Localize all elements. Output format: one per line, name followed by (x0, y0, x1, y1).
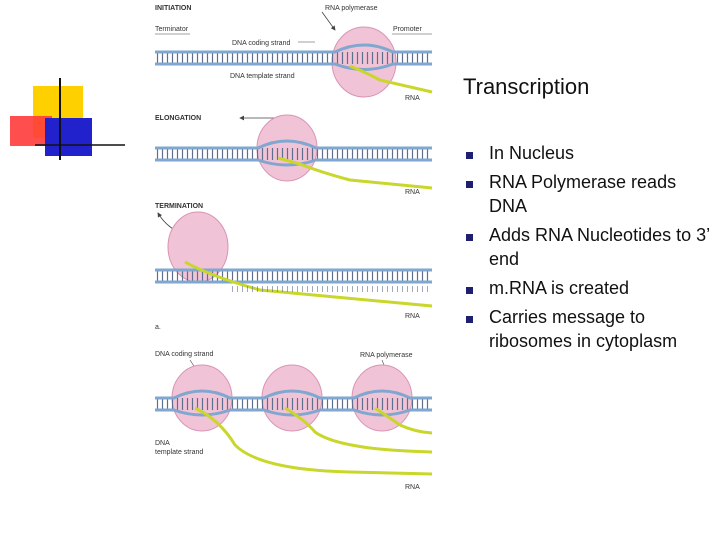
bullet-square-icon (466, 181, 473, 188)
elongation-panel: ELONGATION RNA (155, 114, 433, 196)
dna-coding-strand-1 (155, 43, 432, 54)
dna-template-strand-2 (155, 158, 432, 167)
panel-b-label: a. (155, 324, 161, 331)
bullet-text: m.RNA is created (489, 278, 630, 298)
bullet-item: m.RNA is created (466, 276, 711, 300)
deco-blue-square (45, 118, 92, 156)
bullet-list: In Nucleus RNA Polymerase reads DNA Adds… (466, 141, 711, 358)
bullet-text: In Nucleus (489, 143, 575, 163)
bullet-square-icon (466, 152, 473, 159)
rna-label-3: RNA (405, 313, 420, 320)
termination-label: TERMINATION (155, 203, 203, 210)
rna-polymerase-arrow-1 (321, 11, 336, 31)
bullet-text: Adds RNA Nucleotides to 3’ end (489, 225, 710, 269)
bullet-item: RNA Polymerase reads DNA (466, 170, 711, 218)
bullet-text: RNA Polymerase reads DNA (489, 172, 677, 216)
rna-rungs-3 (230, 286, 430, 292)
dna-template-strand-1 (155, 62, 432, 71)
rna-label-1: RNA (405, 95, 420, 102)
dna-coding-strand-4 (155, 389, 432, 400)
initiation-panel: INITIATION RNA polymerase Terminator Pro… (155, 5, 433, 102)
promoter-label: Promoter (393, 26, 422, 33)
bullet-square-icon (466, 234, 473, 241)
dna-rungs-2 (155, 148, 430, 160)
rna-strand-1 (349, 64, 433, 94)
bullet-item: Adds RNA Nucleotides to 3’ end (466, 223, 711, 271)
multi-polymerase-panel: a. DNA coding strand RNA polymerase DNA … (155, 324, 433, 491)
rna-polymerase-label-2: RNA polymerase (360, 352, 413, 359)
rna-label-4: RNA (405, 484, 420, 491)
termination-panel: TERMINATION RNA (155, 203, 433, 320)
slide-title: Transcription (463, 74, 590, 99)
dna-template-strand-label-1: DNA template strand (230, 73, 295, 80)
dna-label: DNA (155, 440, 170, 447)
dna-rungs-4 (155, 398, 430, 410)
dna-coding-strand-2 (155, 139, 432, 150)
rna-polymerase-label-1: RNA polymerase (325, 5, 378, 12)
dna-coding-strand-label-1: DNA coding strand (232, 40, 290, 47)
rna-strand-2 (277, 156, 433, 190)
bullet-text: Carries message to ribosomes in cytoplas… (489, 307, 678, 351)
dna-rungs-3 (155, 270, 430, 282)
bullet-square-icon (466, 316, 473, 323)
transcription-figure: INITIATION RNA polymerase Terminator Pro… (155, 5, 433, 491)
bullet-square-icon (466, 287, 473, 294)
dna-rungs-1 (155, 52, 430, 64)
dna-coding-strand-label-2: DNA coding strand (155, 351, 213, 358)
bullet-item: Carries message to ribosomes in cytoplas… (466, 305, 711, 353)
decorative-squares (10, 78, 125, 160)
bullet-item: In Nucleus (466, 141, 711, 165)
elongation-label: ELONGATION (155, 115, 201, 122)
rna-strand-4c (374, 406, 433, 435)
rna-strand-4a (194, 406, 433, 476)
rna-label-2: RNA (405, 189, 420, 196)
initiation-label: INITIATION (155, 5, 191, 12)
rna-strand-4b (284, 406, 433, 454)
terminator-label: Terminator (155, 26, 189, 33)
template-strand-label: template strand (155, 449, 203, 456)
